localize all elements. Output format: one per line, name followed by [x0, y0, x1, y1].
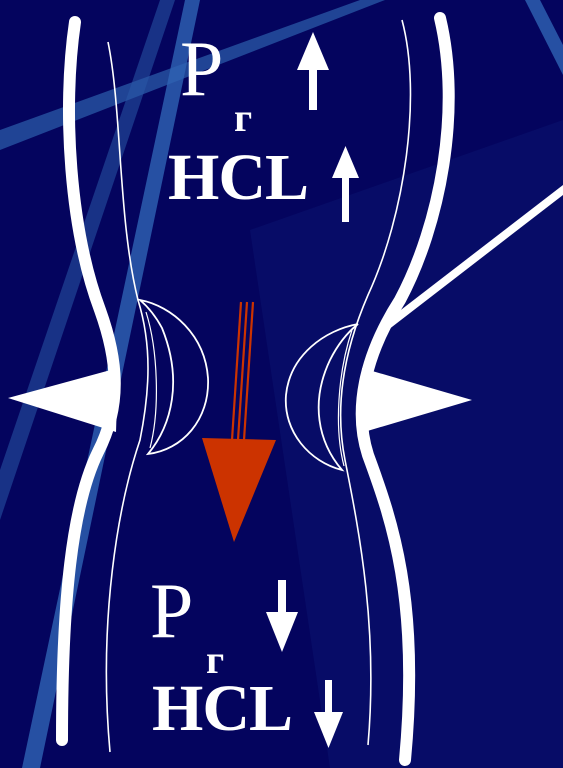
sphincter-muscle-left [140, 300, 208, 454]
top-acid-label: HCL [168, 145, 308, 211]
bottom-acid-label: HCL [152, 676, 292, 742]
top-pressure-subscript: г [234, 98, 252, 138]
background-beam [525, 0, 563, 75]
flow-arrow [202, 302, 276, 542]
top-pressure-symbol: P [180, 30, 223, 108]
bottom-pressure-symbol: P [150, 572, 193, 650]
flow-arrow-head [202, 438, 276, 542]
pressure-up-arrow-icon [297, 32, 329, 110]
pressure-down-arrow-icon [266, 580, 298, 652]
